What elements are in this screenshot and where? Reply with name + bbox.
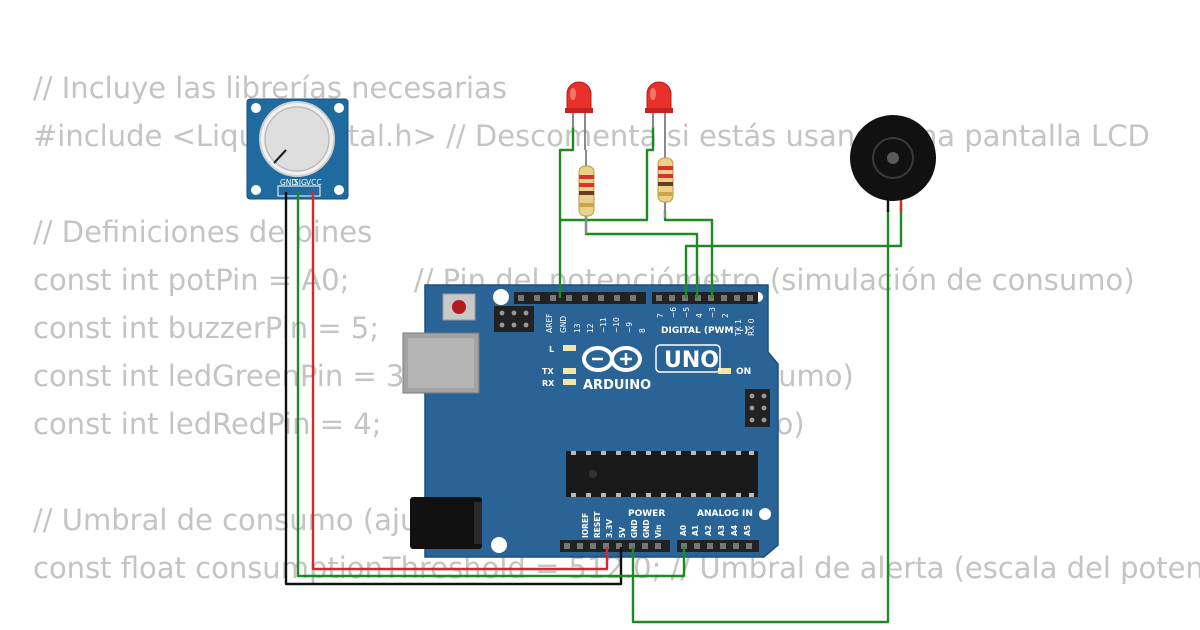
led-tx [563, 368, 576, 374]
power-jack [410, 497, 482, 549]
pin-label: SIG [294, 178, 307, 187]
arduino-uno-board[interactable]: AREF GND 13 12 ~11 ~10 ~9 8 7 ~6 ~5 4 ~3… [402, 284, 779, 558]
icsp-header-right [745, 389, 770, 427]
pin-label: GND [559, 316, 568, 333]
pin-label: A0 [679, 525, 688, 536]
buzzer-ring [872, 137, 914, 179]
digital-header-label: DIGITAL (PWM ~) [661, 326, 748, 336]
pin-label: RX 0 [747, 318, 756, 336]
wire-gnd [284, 192, 623, 586]
pin-label: IOREF [581, 513, 590, 538]
resistor-1[interactable] [578, 150, 595, 234]
analog-header-label: ANALOG IN [697, 509, 753, 519]
led-on-label: ON [736, 367, 751, 377]
pin-label: 2 [721, 313, 730, 318]
mounting-hole [759, 508, 771, 520]
pin-label: 8 [638, 328, 647, 333]
led-l-label: L [549, 345, 554, 354]
mounting-hole [251, 103, 261, 113]
pin-label: ~10 [612, 317, 621, 333]
mounting-hole [491, 537, 507, 553]
uno-badge [655, 344, 721, 373]
arduino-model: UNO [664, 348, 719, 373]
led-rim [565, 108, 593, 113]
wire-vcc-5v [311, 192, 609, 571]
pin-label: VCC [306, 178, 322, 187]
led-on [718, 368, 731, 374]
pin-label: ~9 [625, 322, 634, 333]
wire-led-gnd-2 [560, 126, 655, 222]
pin-label: 3.3V [605, 519, 614, 538]
pin-label: ~3 [708, 307, 717, 318]
potentiometer-indicator [273, 149, 287, 164]
led-l [563, 345, 576, 351]
pin-label: A2 [704, 525, 713, 536]
pin-label: A3 [717, 525, 726, 536]
icsp-header [494, 306, 534, 332]
led-tx-label: TX [542, 367, 554, 376]
power-header-label: POWER [628, 509, 665, 519]
led-rx-label: RX [542, 379, 555, 388]
pin-label: ~6 [669, 307, 678, 318]
microcontroller-chip [566, 451, 758, 497]
pin-label: ~5 [682, 307, 691, 318]
pin-label: A5 [743, 525, 752, 536]
pin-label: GND [630, 519, 639, 538]
pin-label: 5V [618, 527, 627, 538]
power-header[interactable] [560, 540, 670, 552]
led-red-2[interactable] [645, 81, 673, 150]
analog-header[interactable] [677, 540, 759, 552]
digital-header-right[interactable] [652, 292, 758, 304]
buzzer[interactable] [850, 115, 936, 212]
pin-label: RESET [593, 511, 602, 538]
led-rim [645, 108, 673, 113]
mounting-hole [251, 185, 261, 195]
wire-led-gnd [558, 126, 575, 298]
power-jack-lip [474, 502, 482, 544]
buzzer-hole [887, 152, 899, 164]
pin-label: A4 [730, 525, 739, 536]
pin-label: 4 [695, 313, 704, 318]
pin-label: GND [280, 178, 297, 187]
potentiometer-module[interactable]: GND SIG VCC [246, 98, 349, 200]
mounting-hole [334, 185, 344, 195]
pin-label: ~11 [599, 317, 608, 333]
wire-sig-a0 [296, 192, 686, 578]
pin-label: 13 [573, 323, 582, 333]
digital-header-left[interactable] [514, 292, 646, 304]
reset-button-cap [452, 300, 466, 314]
pin-label: 7 [656, 313, 665, 318]
led-rx [563, 379, 576, 385]
pin-label: 12 [586, 323, 595, 333]
led-red-1[interactable] [565, 81, 593, 150]
pin-label: AREF [545, 314, 554, 333]
usb-port-inner [408, 338, 474, 388]
pin-label: Vin [654, 524, 663, 538]
mounting-hole [334, 103, 344, 113]
wire-buzzer-signal [684, 204, 903, 298]
pin-label: GND [642, 519, 651, 538]
arduino-logo-icon [582, 346, 642, 372]
arduino-brand: ARDUINO [583, 378, 651, 393]
wire-buzzer-gnd [631, 210, 890, 624]
pin-label: A1 [691, 525, 700, 536]
resistor-2[interactable] [657, 150, 674, 218]
mounting-hole [493, 289, 509, 305]
pin-label: TX 1 [734, 319, 743, 337]
